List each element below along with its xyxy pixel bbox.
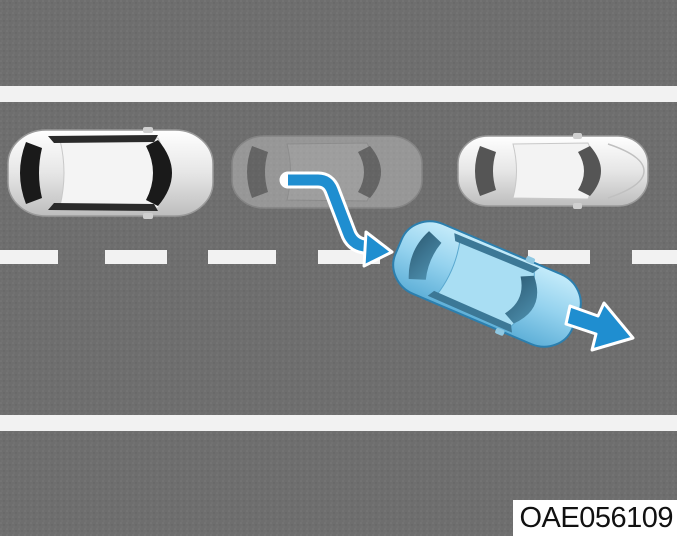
forward-motion-arrow xyxy=(564,301,635,352)
center-dashed-line xyxy=(0,250,677,264)
vehicle-changing-lane xyxy=(392,220,582,348)
vehicle-previous-position xyxy=(231,135,423,209)
vehicle-behind xyxy=(7,127,214,219)
top-lane-line xyxy=(0,86,677,102)
vehicle-ahead xyxy=(457,133,649,209)
figure-code: OAE056109 xyxy=(513,500,677,536)
bottom-lane-line xyxy=(0,415,677,431)
lane-change-arrowhead xyxy=(362,230,394,268)
